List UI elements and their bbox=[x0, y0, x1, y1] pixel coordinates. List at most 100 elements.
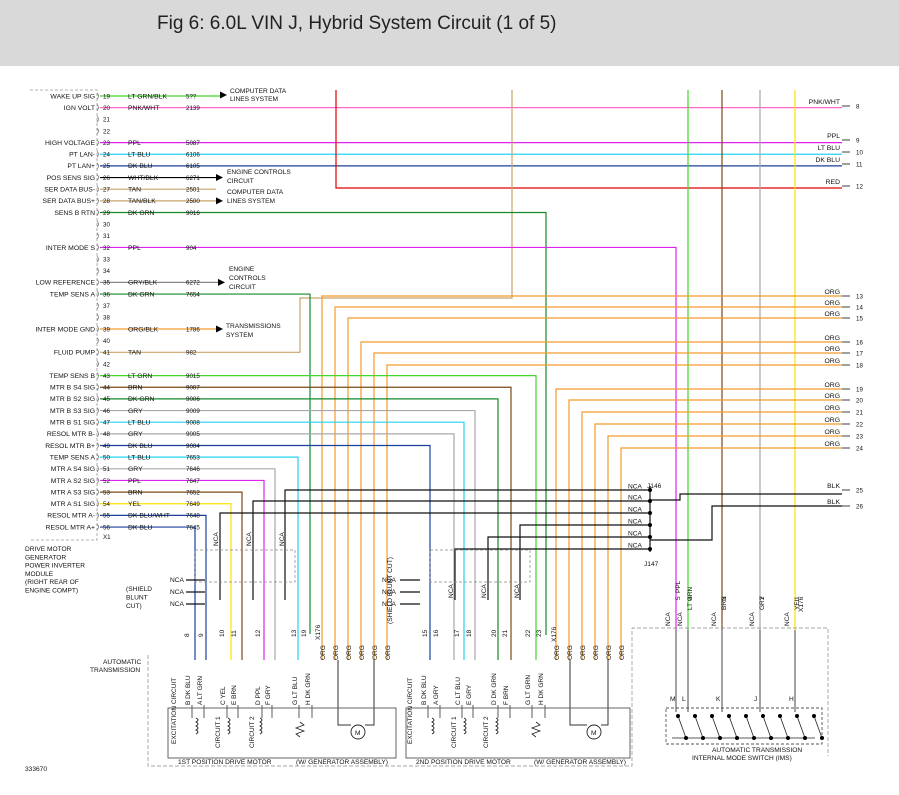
shield-box bbox=[429, 549, 531, 583]
pin-mark bbox=[96, 197, 99, 205]
right-color-label: ORG bbox=[825, 393, 840, 400]
motor2-pin: 22 bbox=[525, 629, 532, 637]
pin-mark bbox=[96, 139, 99, 146]
switch-blade bbox=[796, 715, 806, 739]
pin-mark bbox=[96, 151, 99, 158]
component-layer bbox=[30, 89, 829, 767]
pin-number: 33 bbox=[103, 256, 110, 263]
pin-label: RESOL MTR B- bbox=[47, 431, 95, 438]
module-name-line: DRIVE MOTOR bbox=[25, 546, 72, 553]
shield-label: CUT) bbox=[126, 603, 142, 610]
pin-mark bbox=[96, 209, 99, 216]
pin-number: 52 bbox=[103, 478, 110, 485]
note: LINES SYSTEM bbox=[230, 96, 278, 103]
right-color-label: ORG bbox=[825, 311, 840, 318]
wire-color-label: ORG/BLK bbox=[128, 326, 159, 333]
wire-pin-55 bbox=[100, 514, 207, 660]
pin-label: RESOL MTR B+ bbox=[45, 443, 95, 450]
switch-contact bbox=[803, 736, 807, 740]
motor2-wire-label: H DK GRN bbox=[538, 673, 545, 705]
nca-label: NCA bbox=[170, 589, 185, 596]
wire-color-label: PPL bbox=[128, 245, 141, 252]
wire-fluid-pump bbox=[100, 90, 513, 353]
pin-number: 25 bbox=[103, 163, 110, 170]
wire-color-label: DK GRN bbox=[128, 291, 155, 298]
shield-label-vertical: (SHIELD BLUNT CUT) bbox=[387, 557, 394, 624]
right-number: 24 bbox=[856, 446, 863, 453]
switch-contact bbox=[820, 736, 824, 740]
wire-org-22 bbox=[594, 423, 842, 660]
motor1-wire-label: A LT GRN bbox=[197, 676, 204, 705]
nca-label-vertical: NCA bbox=[711, 612, 718, 626]
pin-number: 28 bbox=[103, 198, 110, 205]
org-label: ORG bbox=[320, 645, 327, 660]
motor1-pin: 9 bbox=[198, 633, 205, 637]
transmission-label: AUTOMATIC bbox=[103, 659, 141, 666]
nca-label-vertical: NCA bbox=[213, 532, 220, 546]
arrow-icon bbox=[216, 325, 223, 333]
note: CIRCUIT bbox=[229, 284, 256, 291]
switch-contact bbox=[701, 736, 705, 740]
circuit-number: 7645 bbox=[186, 524, 200, 531]
note: COMPUTER DATA bbox=[230, 88, 287, 95]
nca-label-vertical: NCA bbox=[246, 532, 253, 546]
right-color-label: PNK/WHT bbox=[809, 99, 840, 106]
pin-mark bbox=[96, 477, 99, 484]
switch-contact bbox=[710, 714, 714, 718]
connector-label: X1 bbox=[103, 534, 111, 541]
junction-label: J147 bbox=[644, 561, 659, 568]
pin-number: 43 bbox=[103, 373, 110, 380]
pin-label: TEMP SENS A bbox=[50, 454, 96, 461]
pin-mark bbox=[96, 384, 99, 391]
coil-icon bbox=[258, 717, 263, 735]
wire-org-23 bbox=[607, 435, 842, 660]
pin-label: MTR A S1 SIG bbox=[51, 501, 95, 508]
ims-pin: 5 bbox=[675, 596, 682, 600]
wire-color-label: GRY bbox=[128, 408, 143, 415]
pin-mark bbox=[96, 395, 99, 403]
right-number: 16 bbox=[856, 340, 863, 347]
pin-number: 37 bbox=[103, 303, 110, 310]
pin-number: 47 bbox=[103, 420, 110, 427]
junction-dot bbox=[648, 535, 652, 539]
circuit-number: 7653 bbox=[186, 454, 200, 461]
pin-mark bbox=[96, 302, 99, 309]
nca-label-vertical: NCA bbox=[665, 612, 672, 626]
nca-label: NCA bbox=[628, 495, 643, 502]
nca-label: NCA bbox=[628, 543, 643, 550]
coil-label: CIRCUIT 2 bbox=[483, 716, 490, 748]
right-number: 13 bbox=[856, 294, 863, 301]
motor1-wire-label: G LT BLU bbox=[292, 676, 299, 705]
motor2-pin: 16 bbox=[433, 629, 440, 637]
right-color-label: ORG bbox=[825, 441, 840, 448]
pin-number: 26 bbox=[103, 175, 110, 182]
pin-label: MTR B S4 SIG bbox=[50, 385, 95, 392]
circuit-number: 982 bbox=[186, 350, 197, 357]
motor1-wire-label: F GRY bbox=[265, 685, 272, 705]
wire-color-label: DK BLU bbox=[128, 443, 153, 450]
wire-blk-nca bbox=[284, 489, 650, 600]
coil-icon bbox=[194, 717, 199, 735]
pin-mark bbox=[96, 127, 99, 135]
pin-number: 21 bbox=[103, 117, 110, 124]
nca-label: NCA bbox=[628, 531, 643, 538]
wire-blk-nca bbox=[219, 512, 650, 600]
ims-wire-label: LT GRN bbox=[687, 586, 694, 610]
module-name-line: MODULE bbox=[25, 571, 54, 578]
junction-dot bbox=[648, 523, 652, 527]
module-name-line: POWER INVERTER bbox=[25, 563, 85, 570]
pin-number: 29 bbox=[103, 210, 110, 217]
pin-mark bbox=[96, 162, 99, 170]
motor2-box bbox=[405, 707, 631, 759]
ims-wire-label: YEL bbox=[794, 597, 801, 610]
motor2-wire-label: C LT BLU bbox=[455, 677, 462, 705]
connector-label: X176 bbox=[798, 596, 805, 612]
motor1-wire-label: C YEL bbox=[220, 686, 227, 705]
ims-pin: 3 bbox=[721, 596, 728, 600]
module-name-line: ENGINE COMPT) bbox=[25, 588, 78, 595]
wire-color-label: DK BLU bbox=[128, 163, 153, 170]
wire-pin-48 bbox=[100, 433, 455, 660]
nca-label-vertical: NCA bbox=[784, 612, 791, 626]
circuit-number: 9006 bbox=[186, 396, 200, 403]
pin-mark bbox=[96, 465, 99, 473]
